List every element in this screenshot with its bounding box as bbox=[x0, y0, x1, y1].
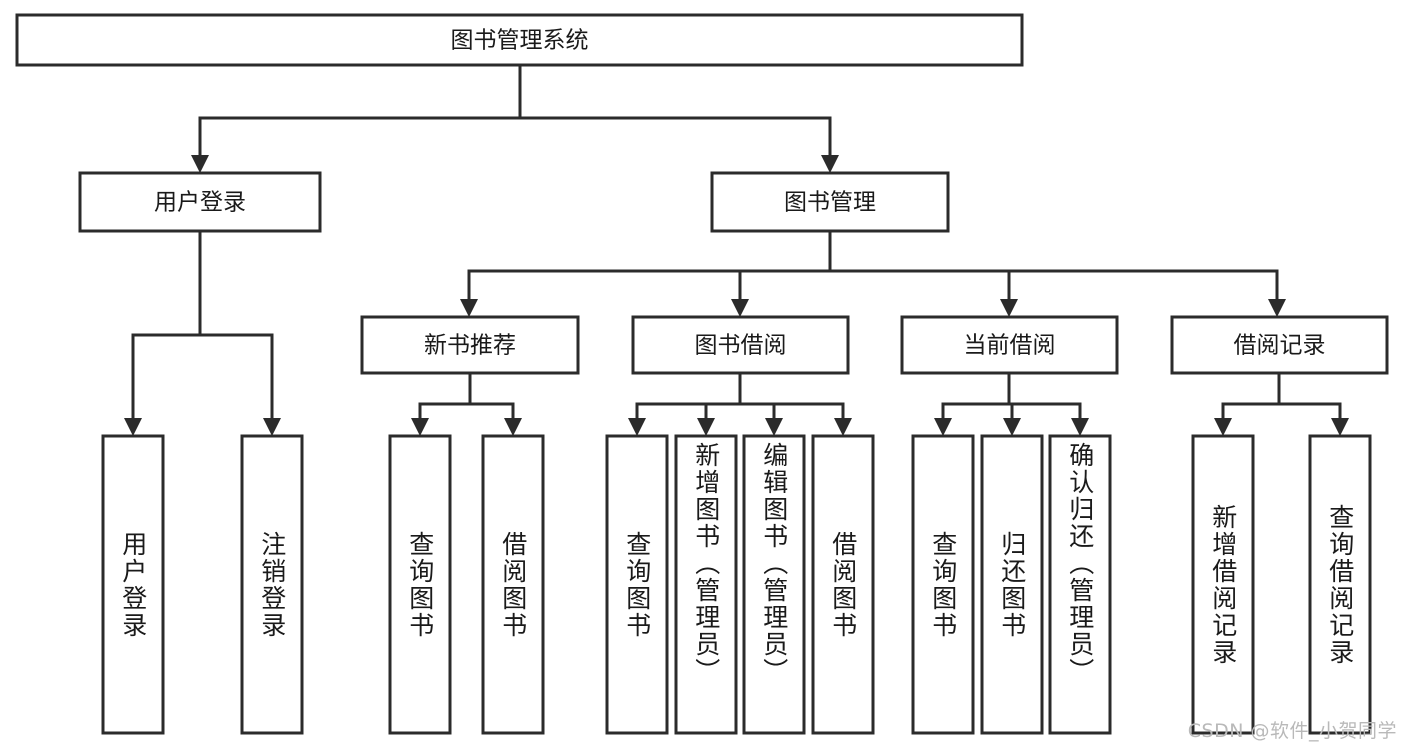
connector-current-borrow-leaf-0-arrowhead-icon bbox=[934, 418, 952, 436]
connector-book-borrow-leaf-2-arrowhead-icon bbox=[765, 418, 783, 436]
node-box-leaf-query-book-borrow[interactable] bbox=[605, 434, 669, 735]
watermark-text: CSDN @软件_小贺同学 bbox=[1187, 720, 1397, 742]
node-label-book-manage: 图书管理 bbox=[784, 190, 876, 216]
node-label-user-login: 用户登录 bbox=[154, 190, 246, 216]
node-layer bbox=[15, 13, 1389, 735]
node-box-leaf-confirm-return[interactable] bbox=[1048, 434, 1112, 735]
node-box-leaf-edit-book[interactable] bbox=[742, 434, 806, 735]
node-box-root[interactable] bbox=[15, 13, 1024, 67]
connector-book-manage-child-2-arrowhead-icon bbox=[1000, 299, 1018, 317]
connector-new-book-rec-leaf-1-arrowhead-icon bbox=[504, 418, 522, 436]
connector-user-login-leaf-1-arrowhead-icon bbox=[263, 418, 281, 436]
connector-user-login-leaf-0-arrowhead-icon bbox=[124, 418, 142, 436]
node-box-leaf-borrow-book[interactable] bbox=[811, 434, 875, 735]
node-box-new-book-rec[interactable] bbox=[360, 315, 580, 375]
node-box-leaf-query-book-cur[interactable] bbox=[911, 434, 975, 735]
connector-book-borrow-leaf-0-arrowhead-icon bbox=[628, 418, 646, 436]
node-box-book-manage[interactable] bbox=[710, 171, 950, 233]
node-box-leaf-add-book[interactable] bbox=[674, 434, 738, 735]
node-label-book-borrow: 图书借阅 bbox=[695, 333, 787, 359]
connector-book-manage-child-1-arrowhead-icon bbox=[731, 299, 749, 317]
node-box-leaf-query-book-rec[interactable] bbox=[388, 434, 452, 735]
node-box-borrow-record[interactable] bbox=[1170, 315, 1389, 375]
connector-borrow-record-leaf-0-arrowhead-icon bbox=[1214, 418, 1232, 436]
node-box-leaf-borrow-book-rec[interactable] bbox=[481, 434, 545, 735]
connector-book-manage-child-3-arrowhead-icon bbox=[1268, 299, 1286, 317]
connector-layer bbox=[124, 63, 1349, 436]
connector-root-to-user-login-arrowhead-icon bbox=[191, 155, 209, 173]
connector-current-borrow-leaf-2-arrowhead-icon bbox=[1071, 418, 1089, 436]
connector-root-to-book-manage-arrowhead-icon bbox=[821, 155, 839, 173]
node-label-new-book-rec: 新书推荐 bbox=[424, 333, 516, 359]
node-label-current-borrow: 当前借阅 bbox=[964, 333, 1056, 359]
connector-new-book-rec-leaf-0-arrowhead-icon bbox=[411, 418, 429, 436]
node-label-root: 图书管理系统 bbox=[451, 28, 589, 54]
node-box-user-login[interactable] bbox=[78, 171, 322, 233]
connector-book-borrow-leaf-1-arrowhead-icon bbox=[697, 418, 715, 436]
node-box-leaf-logout[interactable] bbox=[240, 434, 304, 735]
node-box-leaf-query-record[interactable] bbox=[1308, 434, 1372, 735]
connector-book-manage-child-0-arrowhead-icon bbox=[460, 299, 478, 317]
connector-book-borrow-leaf-3-arrowhead-icon bbox=[834, 418, 852, 436]
node-label-borrow-record: 借阅记录 bbox=[1234, 333, 1326, 359]
node-box-leaf-user-login[interactable] bbox=[101, 434, 165, 735]
connector-current-borrow-leaf-1-arrowhead-icon bbox=[1003, 418, 1021, 436]
connector-borrow-record-leaf-1-arrowhead-icon bbox=[1331, 418, 1349, 436]
node-box-book-borrow[interactable] bbox=[631, 315, 850, 375]
node-box-current-borrow[interactable] bbox=[900, 315, 1119, 375]
node-box-leaf-add-record[interactable] bbox=[1191, 434, 1255, 735]
node-box-leaf-return-book[interactable] bbox=[980, 434, 1044, 735]
